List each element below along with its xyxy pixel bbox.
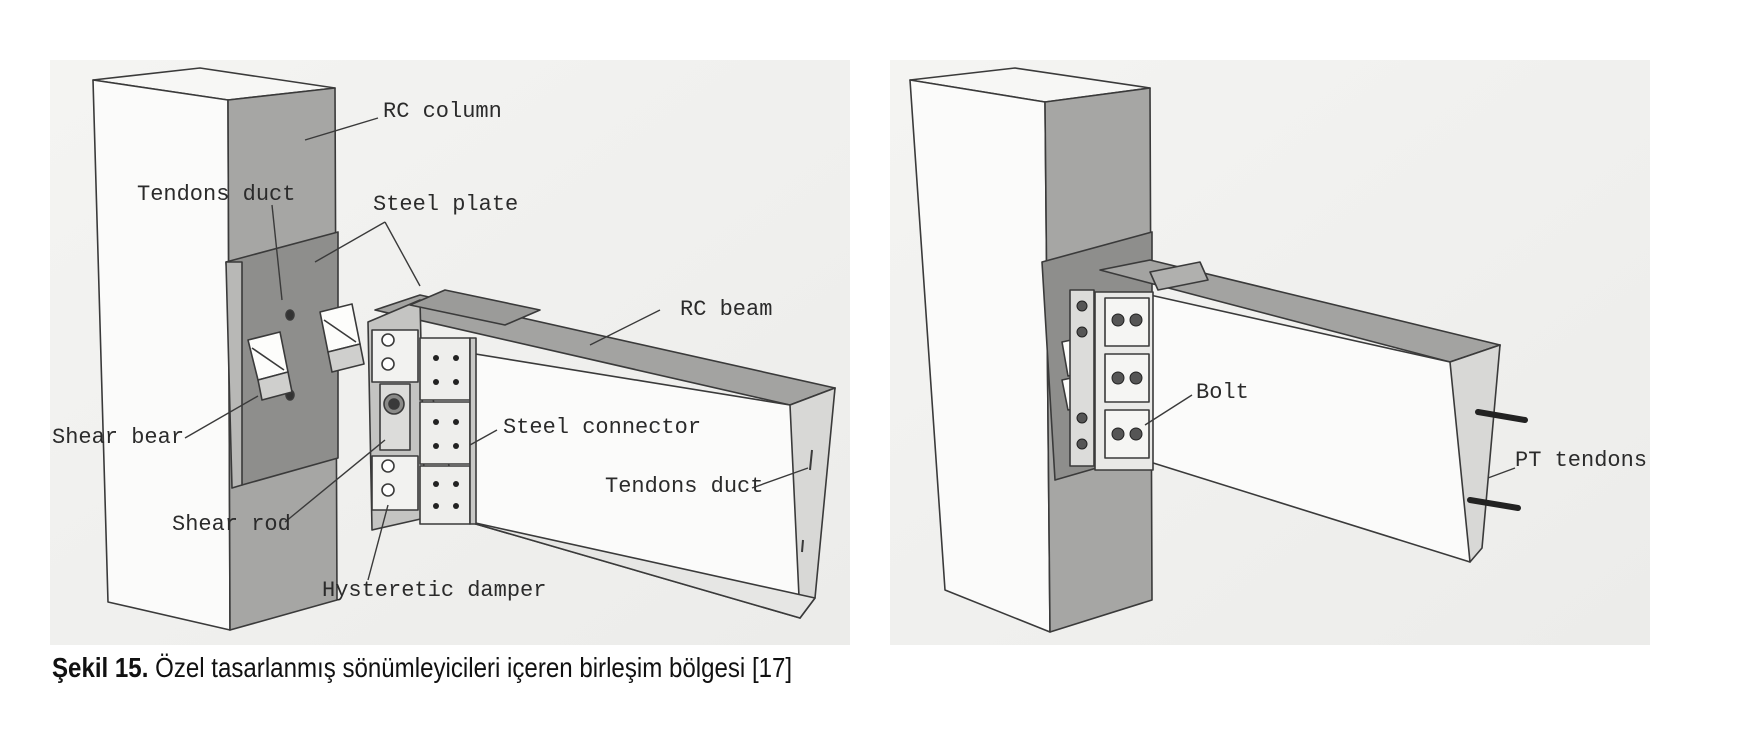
bolt-icon xyxy=(1111,427,1125,441)
right-leader-lines xyxy=(1144,394,1516,479)
tendon-duct-hole xyxy=(285,309,295,321)
label-tendons-duct-column: Tendons duct xyxy=(137,182,295,207)
shear-bear xyxy=(247,303,365,401)
label-hysteretic-damper: Hysteretic damper xyxy=(322,578,546,603)
caption-prefix: Şekil 15. xyxy=(52,652,149,683)
left-diagram xyxy=(92,67,836,631)
label-pt-tendons: PT tendons xyxy=(1515,448,1647,473)
label-steel-plate: Steel plate xyxy=(373,192,518,217)
figure-caption: Şekil 15. Özel tasarlanmış sönümleyicile… xyxy=(52,652,792,684)
rc-column-left xyxy=(92,67,365,631)
label-steel-connector: Steel connector xyxy=(503,415,701,440)
label-tendons-duct-beam: Tendons duct xyxy=(605,474,763,499)
label-bolt: Bolt xyxy=(1196,380,1249,405)
right-diagram xyxy=(909,67,1528,633)
hysteretic-damper xyxy=(371,329,419,511)
label-rc-beam: RC beam xyxy=(680,297,772,322)
bolt-icon xyxy=(1129,371,1143,385)
bolt-icon xyxy=(1129,427,1143,441)
left-labels: RC column Tendons duct Steel plate RC be… xyxy=(52,99,772,603)
left-leader-lines xyxy=(184,117,809,581)
pt-tendons xyxy=(1467,409,1528,511)
bolt-icon xyxy=(1111,313,1125,327)
label-shear-bear: Shear bear xyxy=(52,425,184,450)
caption-text: Özel tasarlanmış sönümleyicileri içeren … xyxy=(148,652,793,683)
right-labels: Bolt PT tendons xyxy=(1196,380,1647,473)
bolt-connectors xyxy=(1069,261,1209,471)
rc-beam-right xyxy=(1099,259,1501,563)
bolt-icon xyxy=(1129,313,1143,327)
label-shear-rod: Shear rod xyxy=(172,512,291,537)
label-rc-column: RC column xyxy=(383,99,502,124)
bolt-icon xyxy=(1111,371,1125,385)
